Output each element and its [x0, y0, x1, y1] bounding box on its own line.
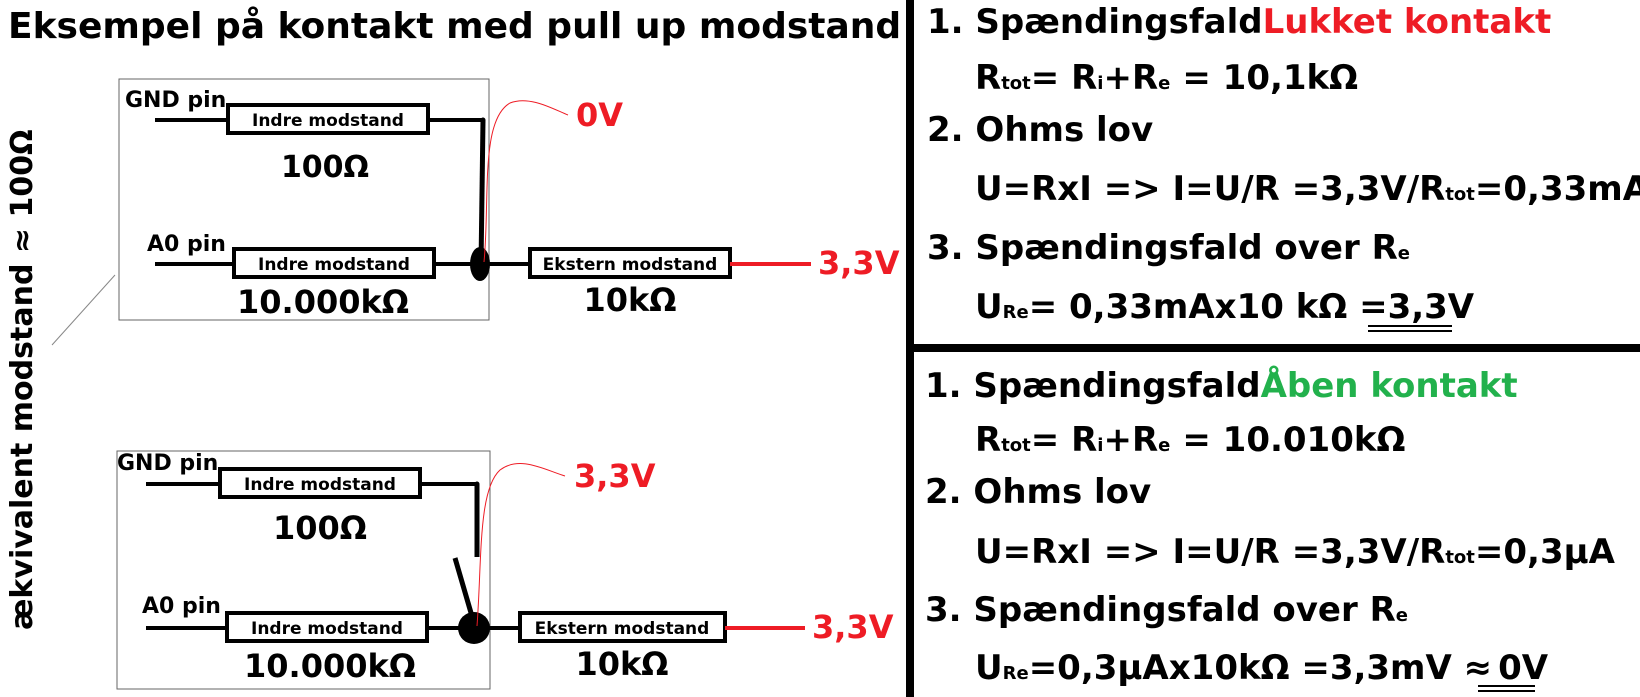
microcontroller-box: [118, 78, 490, 321]
external-resistor-label: Ekstern modstand: [535, 619, 710, 639]
step1-line: 1. SpændingsfaldLukket kontakt: [927, 2, 1551, 42]
gnd-pin-label: GND pin: [125, 88, 226, 113]
ohm-line: U=RxI => I=U/R =3,3V/Rtot=0,33mA: [975, 169, 1640, 209]
side-label-pointer: [51, 274, 116, 346]
junction-node: [470, 247, 490, 281]
side-label: ækvivalent modstand ≈ 100Ω: [5, 129, 40, 630]
supply-voltage: 3,3V: [812, 608, 894, 646]
rtot-line: Rtot= Ri+Re= 10.010kΩ: [975, 420, 1405, 460]
microcontroller-box: [116, 450, 491, 690]
ure-result: 3,3V: [1388, 287, 1475, 327]
inner-resistor-gnd-label: Indre modstand: [244, 475, 396, 495]
inner-resistor-gnd-value: 100Ω: [281, 150, 369, 185]
probe-voltage: 0V: [576, 96, 623, 134]
junction-node: [458, 612, 490, 644]
panel-heading: Åben kontakt: [1261, 365, 1518, 406]
circuit-open: GND pin A0 pin Indre modstand 100Ω Indre…: [116, 450, 894, 690]
inner-resistor-a0-label: Indre modstand: [251, 619, 403, 639]
step2-line: 2. Ohms lov: [925, 472, 1151, 512]
rtot-line: Rtot= Ri+Re= 10,1kΩ: [975, 58, 1358, 98]
ohm-line: U=RxI => I=U/R =3,3V/Rtot=0,3µA: [975, 532, 1616, 572]
probe-voltage: 3,3V: [574, 457, 656, 495]
inner-resistor-a0-label: Indre modstand: [258, 255, 410, 275]
external-resistor-value: 10kΩ: [575, 645, 668, 683]
inner-resistor-gnd: [226, 103, 430, 135]
inner-resistor-gnd-label: Indre modstand: [252, 111, 404, 131]
ure-line: URe=0,3µAx10kΩ =3,3mV ≈0V: [975, 648, 1549, 688]
inner-resistor-gnd-value: 100Ω: [273, 509, 367, 547]
calc-panel-closed: 1. SpændingsfaldLukket kontakt Rtot= Ri+…: [927, 2, 1640, 332]
switch-closed: [478, 119, 486, 267]
panel-heading: Lukket kontakt: [1263, 2, 1552, 42]
voltmeter-probe: [476, 463, 566, 627]
voltmeter-probe: [483, 100, 569, 263]
gnd-pin-label: GND pin: [117, 451, 218, 476]
page-title: Eksempel på kontakt med pull up modstand: [8, 6, 901, 47]
external-resistor-label: Ekstern modstand: [543, 255, 718, 275]
inner-resistor-a0-value: 10.000kΩ: [237, 283, 409, 321]
circuit-closed: GND pin A0 pin Indre modstand 100Ω Indre…: [118, 78, 900, 321]
step2-line: 2. Ohms lov: [927, 110, 1153, 150]
a0-pin-label: A0 pin: [142, 594, 221, 619]
external-resistor: [518, 611, 727, 643]
calc-panel-open: 1. SpændingsfaldÅben kontakt Rtot= Ri+Re…: [925, 365, 1616, 692]
step1-line: 1. SpændingsfaldÅben kontakt: [925, 365, 1518, 406]
a0-pin-label: A0 pin: [147, 232, 226, 257]
external-resistor-value: 10kΩ: [583, 281, 676, 319]
ure-line: URe= 0,33mAx10 kΩ =3,3V: [975, 287, 1475, 327]
step3-line: 3. Spændingsfald over Re: [925, 590, 1408, 630]
step3-line: 3. Spændingsfald over Re: [927, 228, 1410, 268]
supply-voltage: 3,3V: [818, 244, 900, 282]
ure-result: 0V: [1498, 648, 1549, 688]
inner-resistor-a0-value: 10.000kΩ: [244, 647, 416, 685]
inner-resistor-a0: [232, 247, 436, 279]
